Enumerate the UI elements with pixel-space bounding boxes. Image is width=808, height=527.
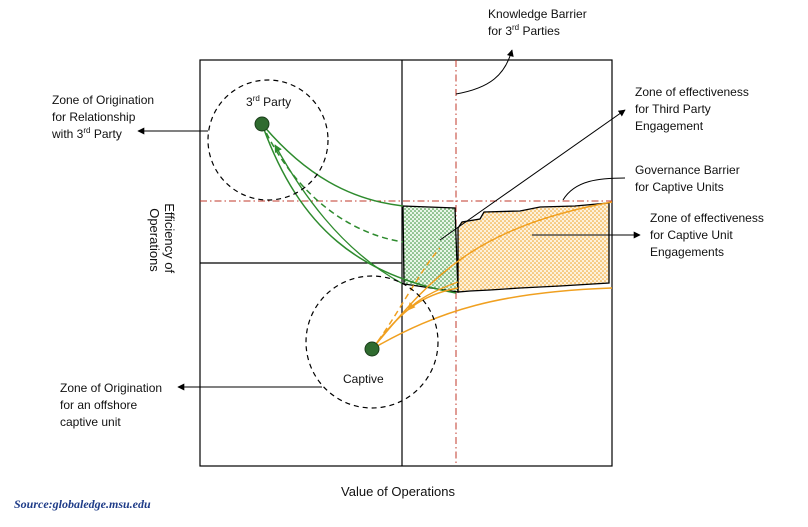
governance-barrier-pointer [562, 177, 626, 201]
captive-effectiveness-zone [457, 202, 610, 293]
captive-curve-mid [371, 287, 459, 350]
third-party-effect-pointer [439, 109, 626, 241]
third-party-return-arrow [274, 144, 404, 285]
y-axis-label: Efficiency of Operations [147, 203, 177, 276]
knowledge-barrier-pointer [455, 49, 514, 95]
knowledge-barrier-label: Knowledge Barrier for 3rd Parties [488, 7, 590, 38]
captive-curve-lower [371, 287, 613, 350]
x-axis-label: Value of Operations [341, 484, 455, 499]
third-party-label: 3rd Party [246, 94, 291, 109]
third-party-effectiveness-label: Zone of effectiveness for Third Party En… [635, 85, 752, 133]
third-party-curve-upper [261, 123, 404, 207]
captive-curve-top [371, 201, 613, 350]
source-credit: Source:globaledge.msu.edu [14, 497, 151, 511]
captive-effectiveness-label: Zone of effectiveness for Captive Unit E… [650, 211, 767, 259]
captive-return-arrow [407, 281, 459, 311]
captive-origination-label: Zone of Origination for an offshore capt… [60, 381, 165, 429]
governance-barrier-label: Governance Barrier for Captive Units [635, 163, 743, 194]
third-party-origination-label: Zone of Origination for Relationship wit… [51, 93, 157, 141]
third-party-curve-lower [261, 123, 457, 294]
captive-label: Captive [343, 372, 384, 386]
third-party-effectiveness-zone [402, 205, 459, 293]
captive-origination-circle [305, 275, 439, 409]
third-party-origination-circle [207, 79, 329, 201]
third-party-curve-dashed [261, 123, 404, 243]
captive-node [364, 341, 380, 357]
third-party-node [254, 116, 270, 132]
